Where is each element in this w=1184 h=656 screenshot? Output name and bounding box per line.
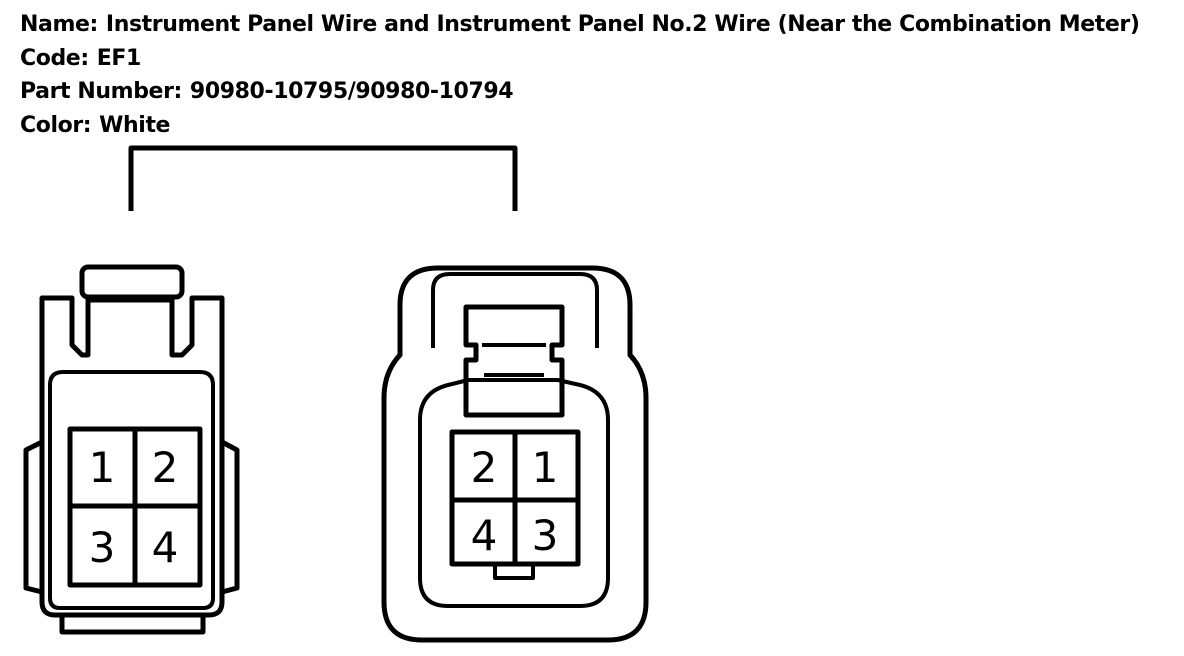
right-lock-detail bbox=[482, 343, 546, 377]
left-pin-3: 3 bbox=[89, 523, 116, 572]
part-number-row: Part Number: 90980-10795/90980-10794 bbox=[20, 75, 1140, 109]
code-row: Code: EF1 bbox=[20, 42, 1140, 76]
left-latch-tab bbox=[79, 264, 185, 300]
name-row: Name: Instrument Panel Wire and Instrumen… bbox=[20, 8, 1140, 42]
left-housing-outer bbox=[39, 295, 225, 618]
right-lock-frame bbox=[431, 272, 599, 348]
name-label: Name: bbox=[20, 12, 98, 37]
right-housing-outer bbox=[381, 265, 649, 643]
connector-left: 1 2 3 4 bbox=[23, 264, 240, 635]
left-side-rail-left bbox=[23, 439, 44, 595]
mating-bracket bbox=[128, 145, 518, 211]
right-pin-1: 1 bbox=[532, 443, 559, 492]
left-side-rail-right bbox=[220, 439, 240, 595]
right-polarizing-key bbox=[493, 562, 535, 580]
color-value: White bbox=[99, 112, 171, 138]
part-number-label: Part Number: bbox=[20, 79, 182, 104]
left-pin-2: 2 bbox=[152, 443, 179, 492]
color-label: Color: bbox=[20, 112, 92, 138]
color-row: Color: White bbox=[20, 109, 1140, 143]
left-pin-1: 1 bbox=[89, 443, 116, 492]
left-bottom-lip bbox=[59, 615, 206, 635]
name-value: Instrument Panel Wire and Instrument Pan… bbox=[105, 12, 1140, 37]
code-label: Code: bbox=[20, 45, 89, 71]
right-housing-inner bbox=[418, 378, 610, 608]
right-lock-release bbox=[463, 304, 565, 418]
right-pin-3: 3 bbox=[532, 511, 559, 560]
connector-right: 2 1 4 3 bbox=[381, 265, 649, 643]
left-housing-inner bbox=[48, 370, 215, 610]
left-pin-4: 4 bbox=[152, 523, 179, 572]
code-value: EF1 bbox=[96, 45, 142, 71]
part-number-value: 90980-10795/90980-10794 bbox=[189, 79, 514, 104]
connector-info: Name: Instrument Panel Wire and Instrumen… bbox=[20, 8, 1140, 142]
right-pin-4: 4 bbox=[471, 511, 498, 560]
right-pin-2: 2 bbox=[471, 443, 498, 492]
